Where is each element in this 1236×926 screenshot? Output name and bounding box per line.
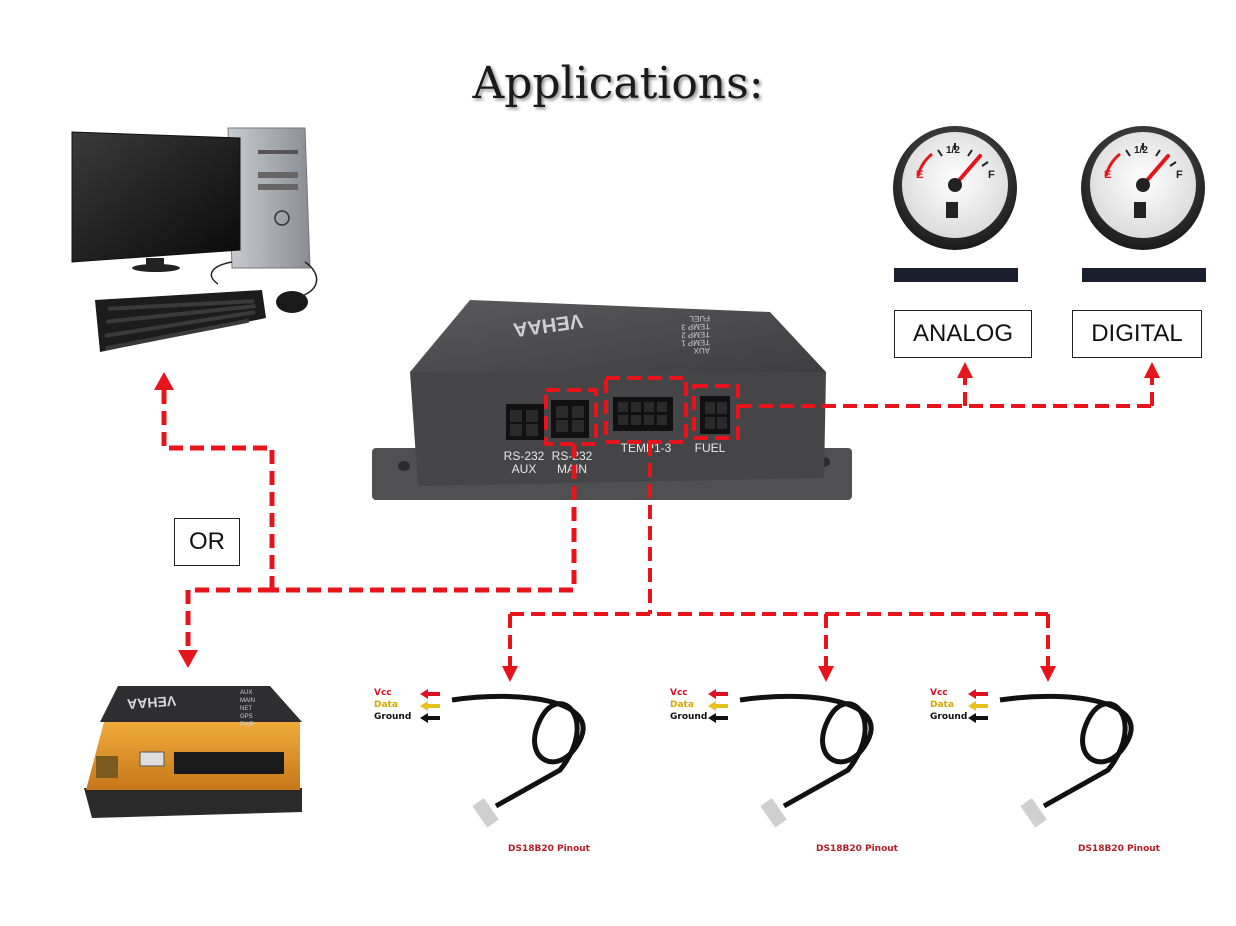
gauge-empty-label: E xyxy=(916,169,923,181)
ground-label: Ground xyxy=(670,712,708,722)
port-label-temp: TEMP1-3 xyxy=(621,441,672,455)
device-side-label: AUX xyxy=(693,346,710,356)
digital-label: DIGITAL xyxy=(1072,310,1202,358)
small-device-side-label: AUX xyxy=(240,690,252,696)
gauge-full-label: F xyxy=(988,169,995,181)
temperature-sensor-icon xyxy=(420,689,586,828)
arrow-down-icon xyxy=(818,666,834,682)
tracker-device-icon: VEHAA AUX MAIN NET GPS PWR xyxy=(84,686,302,818)
gauge-half-label: 1/2 xyxy=(946,145,960,156)
gauge-full-label: F xyxy=(1176,169,1183,181)
data-label: Data xyxy=(670,700,694,710)
vcc-label: Vcc xyxy=(670,688,688,698)
vcc-label: Vcc xyxy=(374,688,392,698)
vcc-label: Vcc xyxy=(930,688,948,698)
device-side-label: TEMP 2 xyxy=(681,330,711,340)
port-label-fuel: FUEL xyxy=(695,441,726,455)
sensor-caption: DS18B20 Pinout xyxy=(816,844,898,854)
sensor-caption: DS18B20 Pinout xyxy=(1078,844,1160,854)
arrow-down-icon xyxy=(1040,666,1056,682)
or-label: OR xyxy=(174,518,240,566)
fuel-gauge-icon: E 1/2 F xyxy=(1081,126,1206,282)
small-device-brand: VEHAA xyxy=(127,693,177,712)
device-side-label: FUEL xyxy=(689,314,710,324)
arrow-down-icon xyxy=(502,666,518,682)
gauge-empty-label: E xyxy=(1104,169,1111,181)
arrow-down-icon xyxy=(178,650,198,668)
arrowheads xyxy=(154,362,1160,682)
main-device-image: RS-232 AUX RS-232 MAIN TEMP1-3 FUEL VEHA… xyxy=(372,300,852,500)
small-device-side-label: MAIN xyxy=(240,698,255,704)
small-device-side-label: GPS xyxy=(240,714,253,720)
desktop-computer-icon xyxy=(71,127,318,352)
fuel-gauge-icon: E 1/2 F xyxy=(893,126,1018,282)
arrow-up-icon xyxy=(957,362,973,378)
analog-label: ANALOG xyxy=(894,310,1032,358)
data-label: Data xyxy=(374,700,398,710)
device-side-label: TEMP 1 xyxy=(681,338,711,348)
ground-label: Ground xyxy=(374,712,412,722)
gauge-half-label: 1/2 xyxy=(1134,145,1148,156)
device-side-label: TEMP 3 xyxy=(681,322,711,332)
port-label-aux-line2: AUX xyxy=(512,462,537,476)
arrow-up-icon xyxy=(1144,362,1160,378)
port-label-aux-line1: RS-232 xyxy=(504,449,545,463)
small-device-side-label: NET xyxy=(240,706,252,712)
sensor-caption: DS18B20 Pinout xyxy=(508,844,590,854)
temperature-sensor-icon xyxy=(968,689,1134,828)
page-title: Applications: xyxy=(472,58,764,109)
data-label: Data xyxy=(930,700,954,710)
sensor-legend: Vcc Data Ground xyxy=(670,687,707,723)
small-device-side-label: PWR xyxy=(240,722,255,728)
sensor-legend: Vcc Data Ground xyxy=(930,687,967,723)
ground-label: Ground xyxy=(930,712,968,722)
connection-lines xyxy=(161,376,1154,668)
temperature-sensor-icon xyxy=(708,689,874,828)
arrow-up-icon xyxy=(154,372,174,390)
sensor-legend: Vcc Data Ground xyxy=(374,687,411,723)
